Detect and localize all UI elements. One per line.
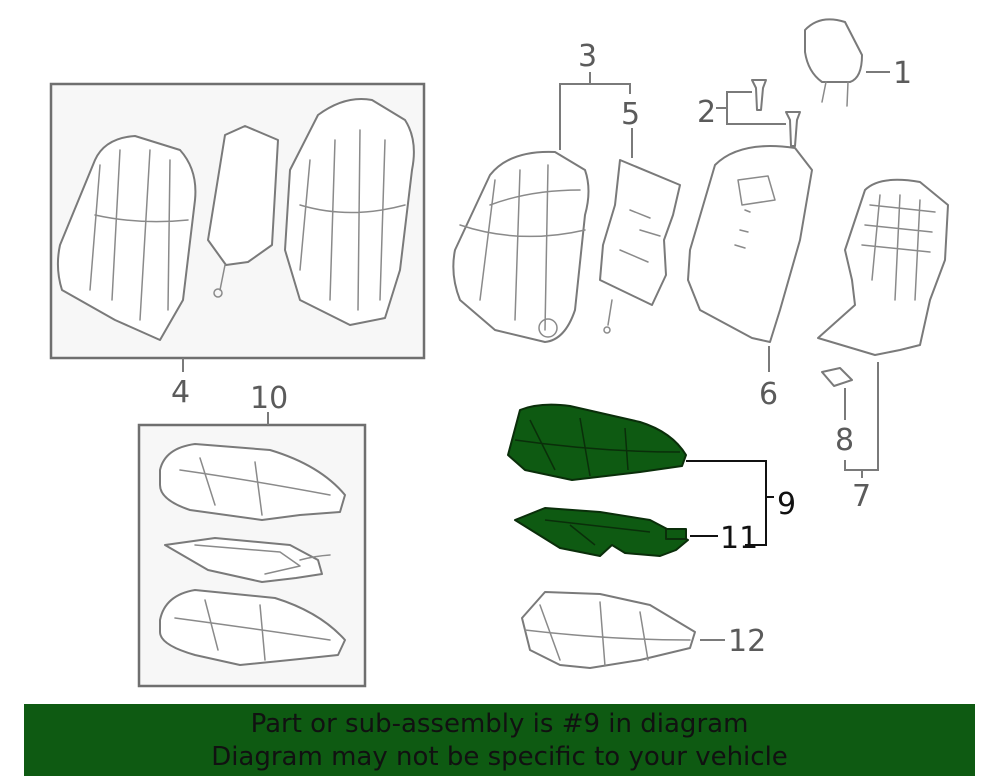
- callout-9: 9: [777, 487, 796, 522]
- part-3-back-cover: [452, 150, 590, 343]
- leader-9: [686, 460, 767, 546]
- callout-11: 11: [720, 521, 758, 556]
- callout-12: 12: [728, 624, 766, 659]
- leader-3: [559, 72, 591, 150]
- part-1-headrest: [804, 18, 863, 107]
- callout-3: 3: [578, 39, 597, 74]
- callout-5: 5: [621, 97, 640, 132]
- part-7-frame: [817, 178, 949, 356]
- callout-1: 1: [893, 56, 912, 91]
- callout-4: 4: [171, 375, 190, 410]
- callout-10: 10: [250, 381, 288, 416]
- part-5-heater-pad: [599, 159, 681, 334]
- part-11-cushion-heater: [514, 507, 689, 557]
- part-4-back-cover: [56, 98, 415, 341]
- banner-line-1: Part or sub-assembly is #9 in diagram: [250, 709, 749, 739]
- banner-line-2: Diagram may not be specific to your vehi…: [211, 742, 788, 772]
- callout-7: 7: [852, 479, 871, 514]
- part-2-guides: [751, 79, 801, 147]
- part-8-pin: [821, 367, 853, 387]
- callout-2: 2: [697, 95, 716, 130]
- info-banner: Part or sub-assembly is #9 in diagram Di…: [24, 704, 975, 776]
- callout-8: 8: [835, 423, 854, 458]
- part-12-cushion-pad: [521, 591, 696, 669]
- callout-6: 6: [759, 377, 778, 412]
- part-6-back-pad: [687, 145, 813, 343]
- part-9-cushion-cover: [507, 403, 687, 481]
- part-10-cushion-kit: [159, 443, 346, 666]
